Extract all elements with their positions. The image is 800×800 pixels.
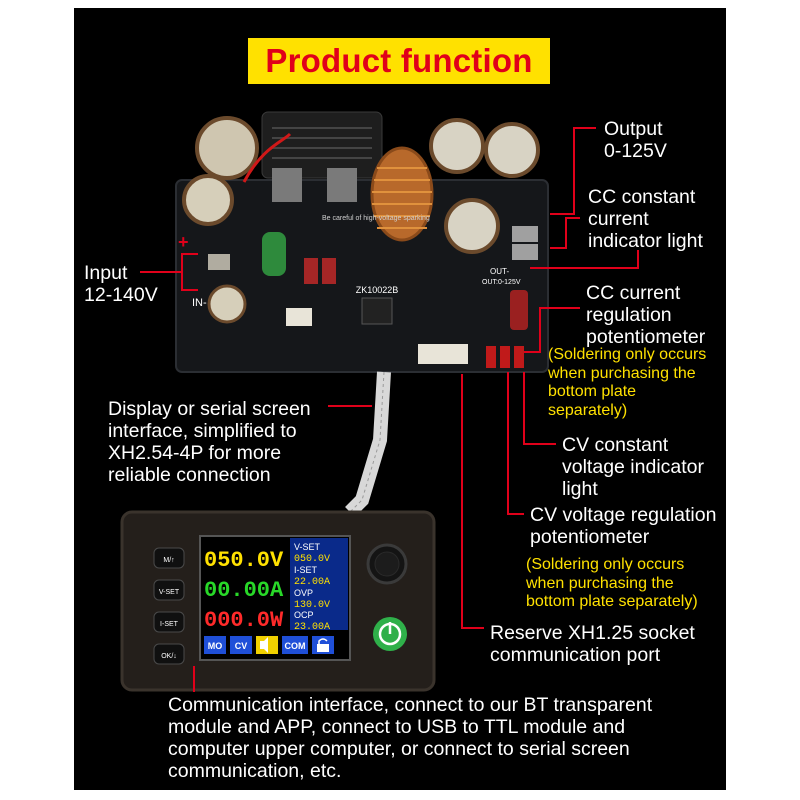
current-readout: 00.00A (204, 578, 284, 603)
pcb-board: ZK10022B Be careful of high-voltage spar… (175, 111, 549, 373)
vset-value: 050.0V (294, 554, 330, 565)
label-cv-light: CV constant voltage indicator light (562, 434, 705, 500)
note-soldering-2: (Soldering only occurs when purchasing t… (526, 556, 698, 610)
label-cc-light: CC constant current indicator light (588, 186, 703, 252)
power-readout: 000.0W (204, 608, 284, 633)
ocp-value: 23.00A (294, 622, 330, 633)
button-v-set[interactable]: V-SET (159, 589, 180, 596)
title-banner: Product function (248, 38, 550, 84)
page-title: Product function (265, 42, 533, 79)
input-plus-sign: + (178, 232, 189, 252)
board-in-marking: IN- (192, 297, 207, 309)
button-m-up[interactable]: M/↑ (163, 557, 174, 564)
label-reserve-port: Reserve XH1.25 socket communication port (490, 622, 695, 666)
display-module: M/↑ V-SET I-SET OK/↓ 050.0V 00.00A 000.0… (120, 510, 436, 692)
iset-label: I-SET (294, 565, 318, 575)
status-mo: MO (208, 641, 223, 651)
status-com: COM (285, 641, 306, 651)
vset-label: V-SET (294, 542, 321, 552)
note-soldering-1: (Soldering only occurs when purchasing t… (548, 346, 707, 419)
button-ok-down[interactable]: OK/↓ (161, 653, 177, 660)
status-cv: CV (235, 641, 248, 651)
label-output: Output 0-125V (604, 118, 667, 162)
ovp-value: 130.0V (294, 600, 330, 611)
board-model: ZK10022B (356, 285, 399, 295)
label-input: Input 12-140V (84, 262, 158, 306)
board-out-marking: OUT- (490, 267, 509, 276)
label-display-interface: Display or serial screen interface, simp… (108, 398, 311, 486)
ocp-label: OCP (294, 610, 314, 620)
label-cv-pot: CV voltage regulation potentiometer (530, 504, 717, 548)
board-warning: Be careful of high-voltage sparking (322, 215, 430, 222)
board-out-range: OUT:0-125V (482, 279, 521, 286)
iset-value: 22.00A (294, 577, 330, 588)
label-comm-interface: Communication interface, connect to our … (168, 694, 653, 782)
module-buttons: M/↑ V-SET I-SET OK/↓ (153, 547, 185, 665)
button-i-set[interactable]: I-SET (160, 621, 179, 628)
voltage-readout: 050.0V (204, 548, 284, 573)
ovp-label: OVP (294, 588, 313, 598)
label-cc-pot: CC current regulation potentiometer (586, 282, 706, 348)
